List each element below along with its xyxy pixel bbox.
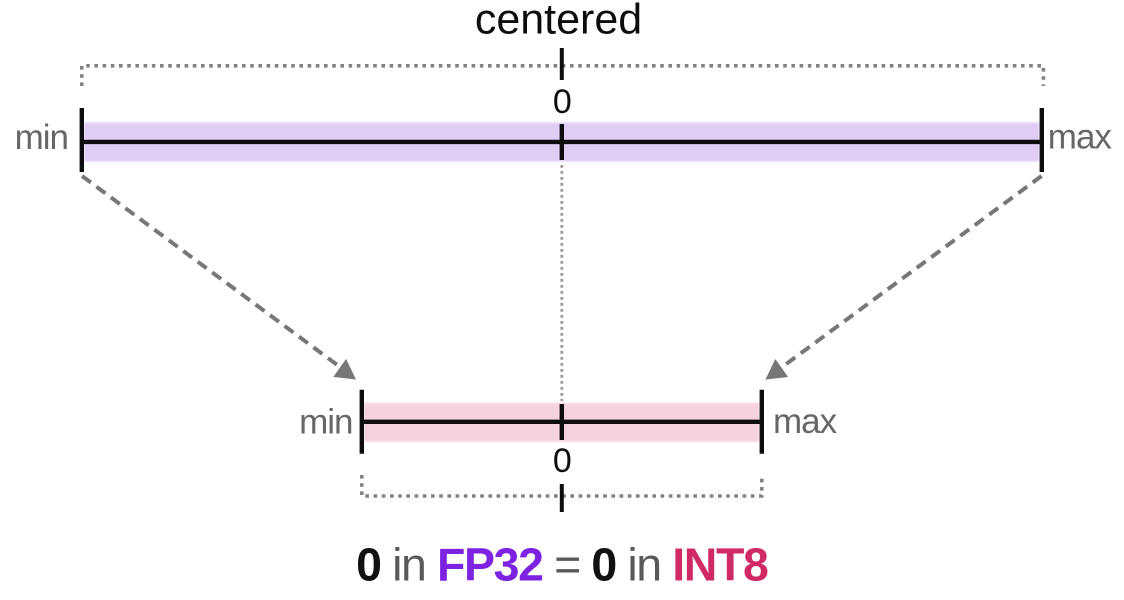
svg-text:0: 0 — [553, 442, 572, 480]
svg-text:min: min — [299, 402, 352, 441]
svg-text:centered: centered — [475, 0, 642, 44]
svg-text:max: max — [1048, 118, 1113, 157]
svg-text:0 in FP32 = 0 in INT8: 0 in FP32 = 0 in INT8 — [356, 539, 768, 591]
svg-text:0: 0 — [553, 83, 572, 121]
svg-text:max: max — [773, 402, 838, 441]
svg-text:min: min — [15, 118, 68, 157]
